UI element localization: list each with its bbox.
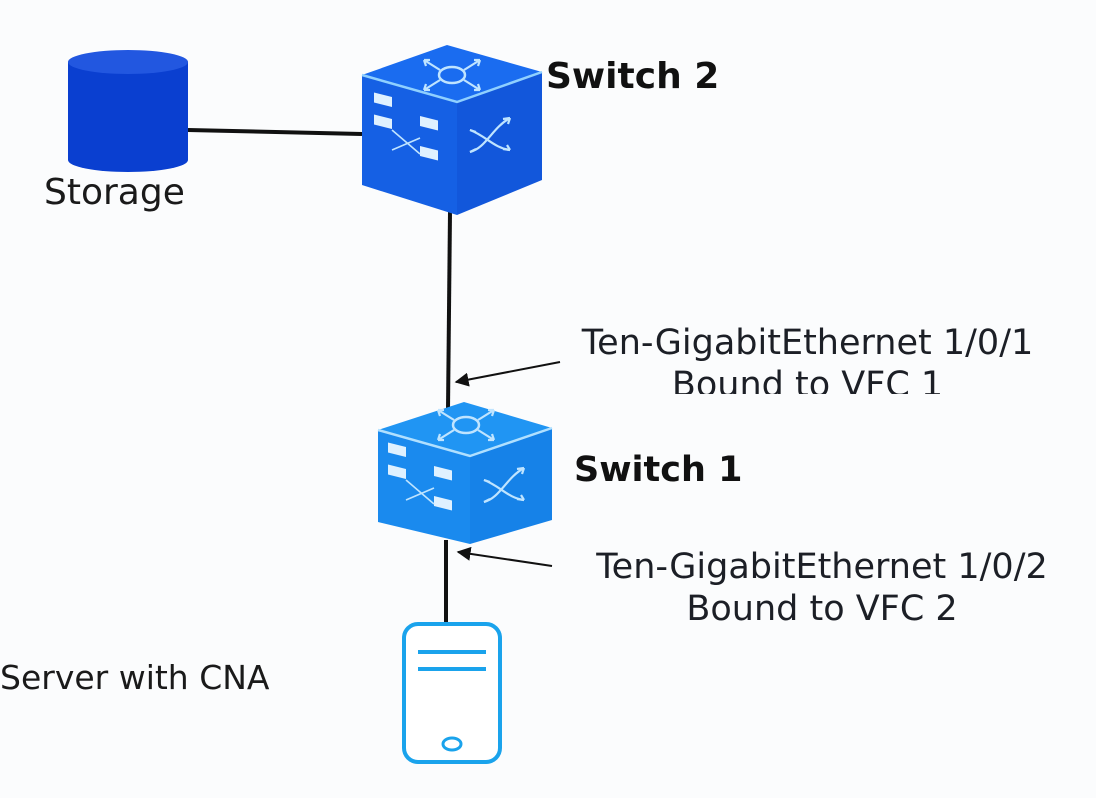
port2-pointer-arrow [456,546,553,567]
switch2-label: Switch 2 [546,56,720,97]
server-icon[interactable] [402,622,502,764]
storage-cylinder-icon[interactable] [68,50,188,172]
link-storage-switch2 [187,128,363,136]
port1-pointer-arrow [454,361,561,387]
port2-interface-name: Ten-GigabitEthernet 1/0/2 [596,547,1048,587]
link-switch2-switch1 [446,211,452,411]
port1-binding: Bound to VFC 1 [671,365,944,394]
switch1-icon[interactable] [377,402,553,544]
port1-interface-name: Ten-GigabitEthernet 1/0/1 [581,323,1034,363]
port1-annotation: Ten-GigabitEthernet 1/0/1 Bound to VFC 1 [530,322,1085,394]
port2-binding: Bound to VFC 2 [686,589,958,629]
server-label: Server with CNA [0,658,270,697]
switch2-icon[interactable] [361,45,543,215]
storage-label: Storage [44,172,185,213]
port2-annotation: Ten-GigabitEthernet 1/0/2 Bound to VFC 2 [552,546,1092,630]
switch1-label: Switch 1 [574,450,743,490]
